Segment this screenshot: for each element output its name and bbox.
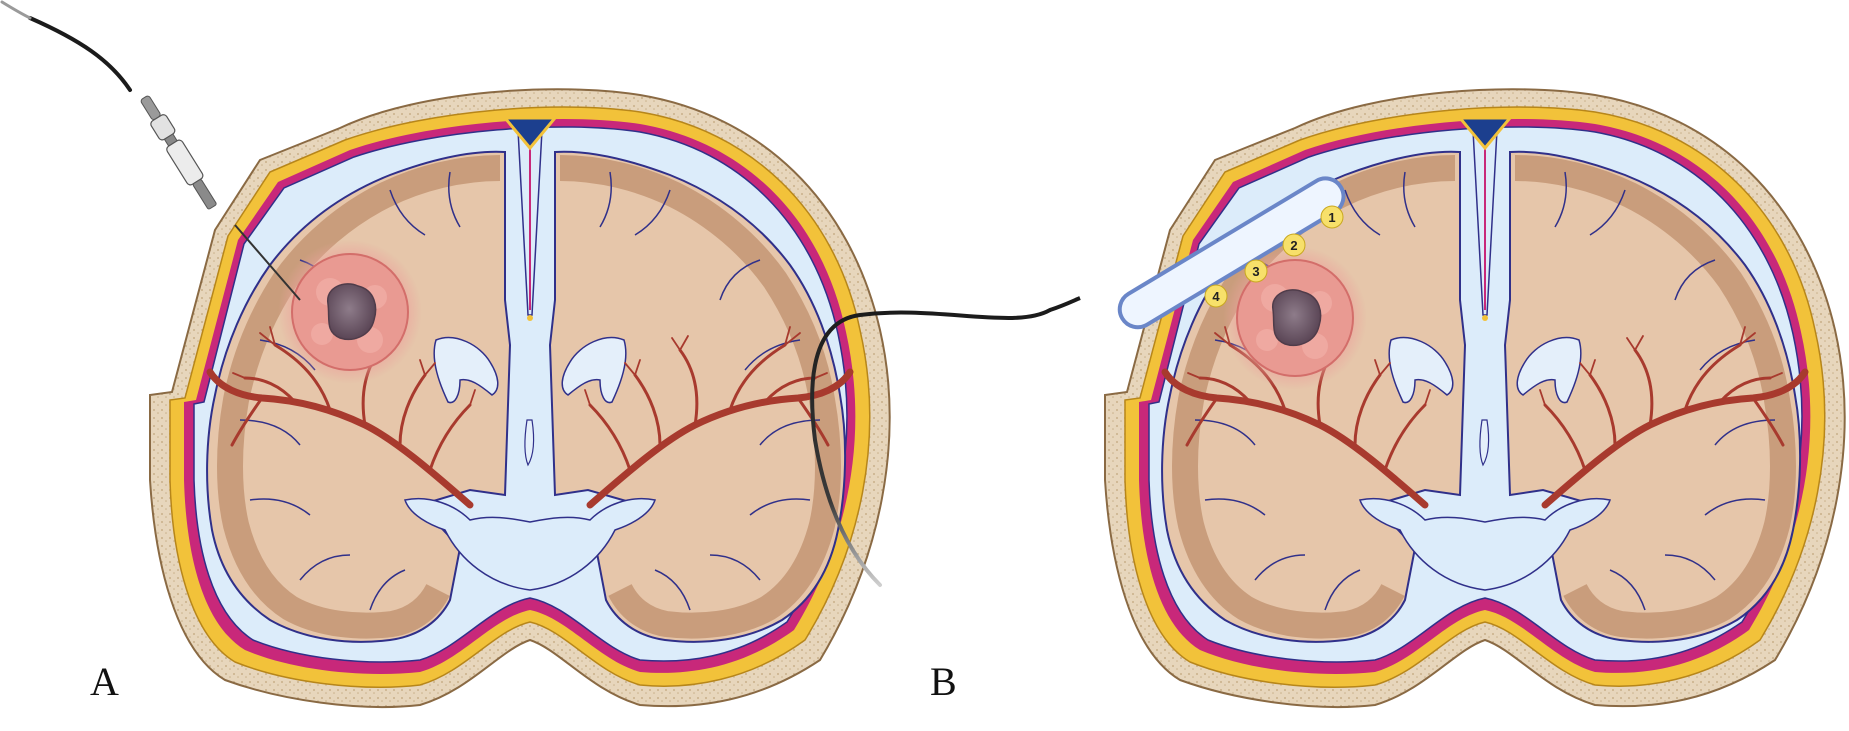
electrode-contact-2: 2 <box>1282 233 1306 257</box>
panel-b: 1 2 3 4 <box>810 89 1845 707</box>
biopsy-needle-icon <box>0 0 301 301</box>
brain-section-b <box>1105 89 1845 707</box>
electrode-contact-1: 1 <box>1320 205 1344 229</box>
contact-label-3: 3 <box>1252 264 1259 279</box>
tumor-a <box>277 239 423 385</box>
contact-label-2: 2 <box>1290 238 1297 253</box>
electrode-cable <box>810 308 1052 587</box>
panel-label-a: A <box>90 659 119 704</box>
electrode-contact-4: 4 <box>1204 284 1228 308</box>
contact-label-4: 4 <box>1212 289 1220 304</box>
brain-section-a <box>150 89 890 707</box>
contact-label-1: 1 <box>1328 210 1335 225</box>
electrode-contact-3: 3 <box>1244 259 1268 283</box>
panel-label-b: B <box>930 659 957 704</box>
electrode-strip-icon <box>1117 176 1346 330</box>
panel-a <box>0 0 890 707</box>
